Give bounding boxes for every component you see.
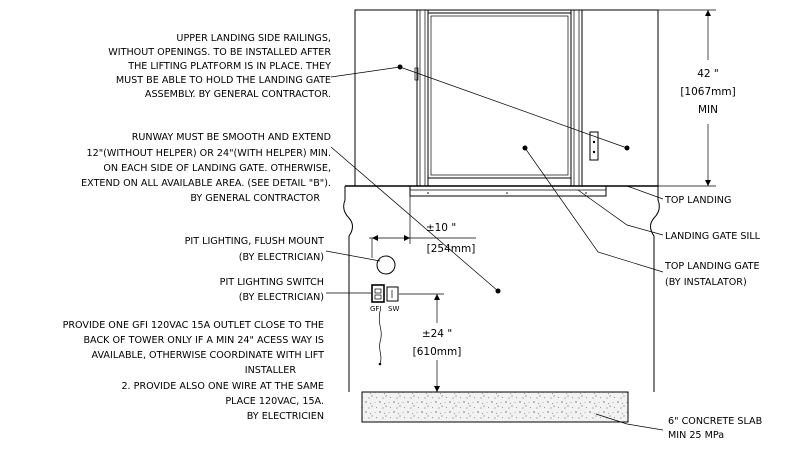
dimension-42-inch: 42 " [1067mm] MIN [658, 9, 736, 187]
svg-text:PIT LIGHTING SWITCH: PIT LIGHTING SWITCH [220, 277, 324, 288]
svg-text:PLACE 120VAC, 15A.: PLACE 120VAC, 15A. [225, 396, 324, 407]
dim-10-mm: [254mm] [427, 243, 476, 255]
svg-text:12"(WITHOUT HELPER) OR 24"(WIT: 12"(WITHOUT HELPER) OR 24"(WITH HELPER) … [87, 148, 332, 159]
svg-text:TOP LANDING GATE: TOP LANDING GATE [664, 261, 760, 272]
dim-42-mm: [1067mm] [680, 86, 735, 98]
svg-text:THE LIFTING PLATFORM IS IN PLA: THE LIFTING PLATFORM IS IN PLACE. THEY [127, 61, 331, 72]
upper-railing-wall [354, 9, 659, 186]
svg-text:PROVIDE ONE GFI 120VAC 15A OUT: PROVIDE ONE GFI 120VAC 15A OUTLET CLOSE … [63, 320, 324, 331]
note-runway: RUNWAY MUST BE SMOOTH AND EXTEND 12"(WIT… [81, 132, 331, 204]
svg-text:6" CONCRETE SLAB: 6" CONCRETE SLAB [668, 416, 762, 427]
dimension-24-inch: ±24 " [610mm] [399, 293, 462, 392]
landing-gate [414, 9, 599, 187]
top-landing-floor [345, 185, 658, 197]
gfi-outlet-and-switch: GFI SW [370, 284, 399, 366]
sw-label: SW [388, 305, 399, 313]
dim-10-inches: ±10 " [426, 222, 456, 234]
svg-text:(BY ELECTRICIAN): (BY ELECTRICIAN) [239, 252, 324, 263]
svg-text:RUNWAY MUST BE SMOOTH AND EXTE: RUNWAY MUST BE SMOOTH AND EXTEND [132, 132, 331, 143]
note-pit-switch: PIT LIGHTING SWITCH (BY ELECTRICIAN) [220, 277, 324, 303]
svg-text:2. PROVIDE ALSO ONE WIRE AT TH: 2. PROVIDE ALSO ONE WIRE AT THE SAME [121, 381, 324, 392]
svg-text:BY GENERAL CONTRACTOR: BY GENERAL CONTRACTOR [190, 193, 320, 204]
landing-gate-sill [409, 185, 607, 197]
svg-text:(BY INSTALATOR): (BY INSTALATOR) [665, 277, 747, 288]
svg-text:ON EACH SIDE OF LANDING GATE.: ON EACH SIDE OF LANDING GATE. OTHERWISE, [103, 163, 331, 174]
note-gfi-outlet: PROVIDE ONE GFI 120VAC 15A OUTLET CLOSE … [63, 320, 325, 422]
svg-text:PIT LIGHTING, FLUSH MOUNT: PIT LIGHTING, FLUSH MOUNT [185, 236, 325, 247]
gfi-label: GFI [370, 305, 382, 313]
note-upper-railings: UPPER LANDING SIDE RAILINGS, WITHOUT OPE… [108, 33, 331, 100]
pit-light-fixture [371, 238, 396, 275]
svg-text:EXTEND ON ALL AVAILABLE AREA.: EXTEND ON ALL AVAILABLE AREA. (SEE DETAI… [81, 178, 331, 189]
svg-text:BY ELECTRICIEN: BY ELECTRICIEN [247, 411, 324, 422]
svg-text:BACK OF TOWER ONLY IF A MIN 24: BACK OF TOWER ONLY IF A MIN 24" ACESS WA… [83, 335, 324, 346]
dim-24-inches: ±24 " [422, 328, 452, 340]
svg-text:(BY ELECTRICIAN): (BY ELECTRICIAN) [239, 292, 324, 303]
pit-walls [343, 186, 660, 392]
label-concrete-slab: 6" CONCRETE SLAB MIN 25 MPa [668, 416, 762, 441]
label-landing-gate-sill: LANDING GATE SILL [665, 231, 761, 242]
gfi-outlet [371, 284, 385, 303]
svg-text:WITHOUT OPENINGS. TO BE INSTAL: WITHOUT OPENINGS. TO BE INSTALLED AFTER [108, 47, 331, 58]
dimension-10-inch: ±10 " [254mm] [369, 196, 476, 255]
svg-text:MUST BE ABLE TO HOLD THE LANDI: MUST BE ABLE TO HOLD THE LANDING GATE [116, 75, 331, 86]
leader-lines [325, 66, 664, 431]
svg-text:ASSEMBLY. BY GENERAL CONTRACT: ASSEMBLY. BY GENERAL CONTRACTOR. [145, 89, 331, 100]
svg-text:INSTALLER: INSTALLER [245, 365, 297, 376]
note-pit-lighting: PIT LIGHTING, FLUSH MOUNT (BY ELECTRICIA… [185, 236, 325, 263]
concrete-slab [361, 391, 629, 423]
light-switch [386, 286, 399, 302]
svg-text:AVAILABLE, OTHERWISE COORDINAT: AVAILABLE, OTHERWISE COORDINATE WITH LIF… [92, 350, 325, 361]
svg-text:MIN 25 MPa: MIN 25 MPa [668, 430, 724, 441]
dim-42-inches: 42 " [697, 68, 719, 80]
dim-24-mm: [610mm] [413, 346, 462, 358]
dim-42-min: MIN [698, 104, 718, 116]
label-top-landing-gate: TOP LANDING GATE (BY INSTALATOR) [664, 261, 760, 288]
label-top-landing: TOP LANDING [664, 195, 731, 206]
svg-text:UPPER LANDING SIDE RAILINGS,: UPPER LANDING SIDE RAILINGS, [176, 33, 331, 44]
